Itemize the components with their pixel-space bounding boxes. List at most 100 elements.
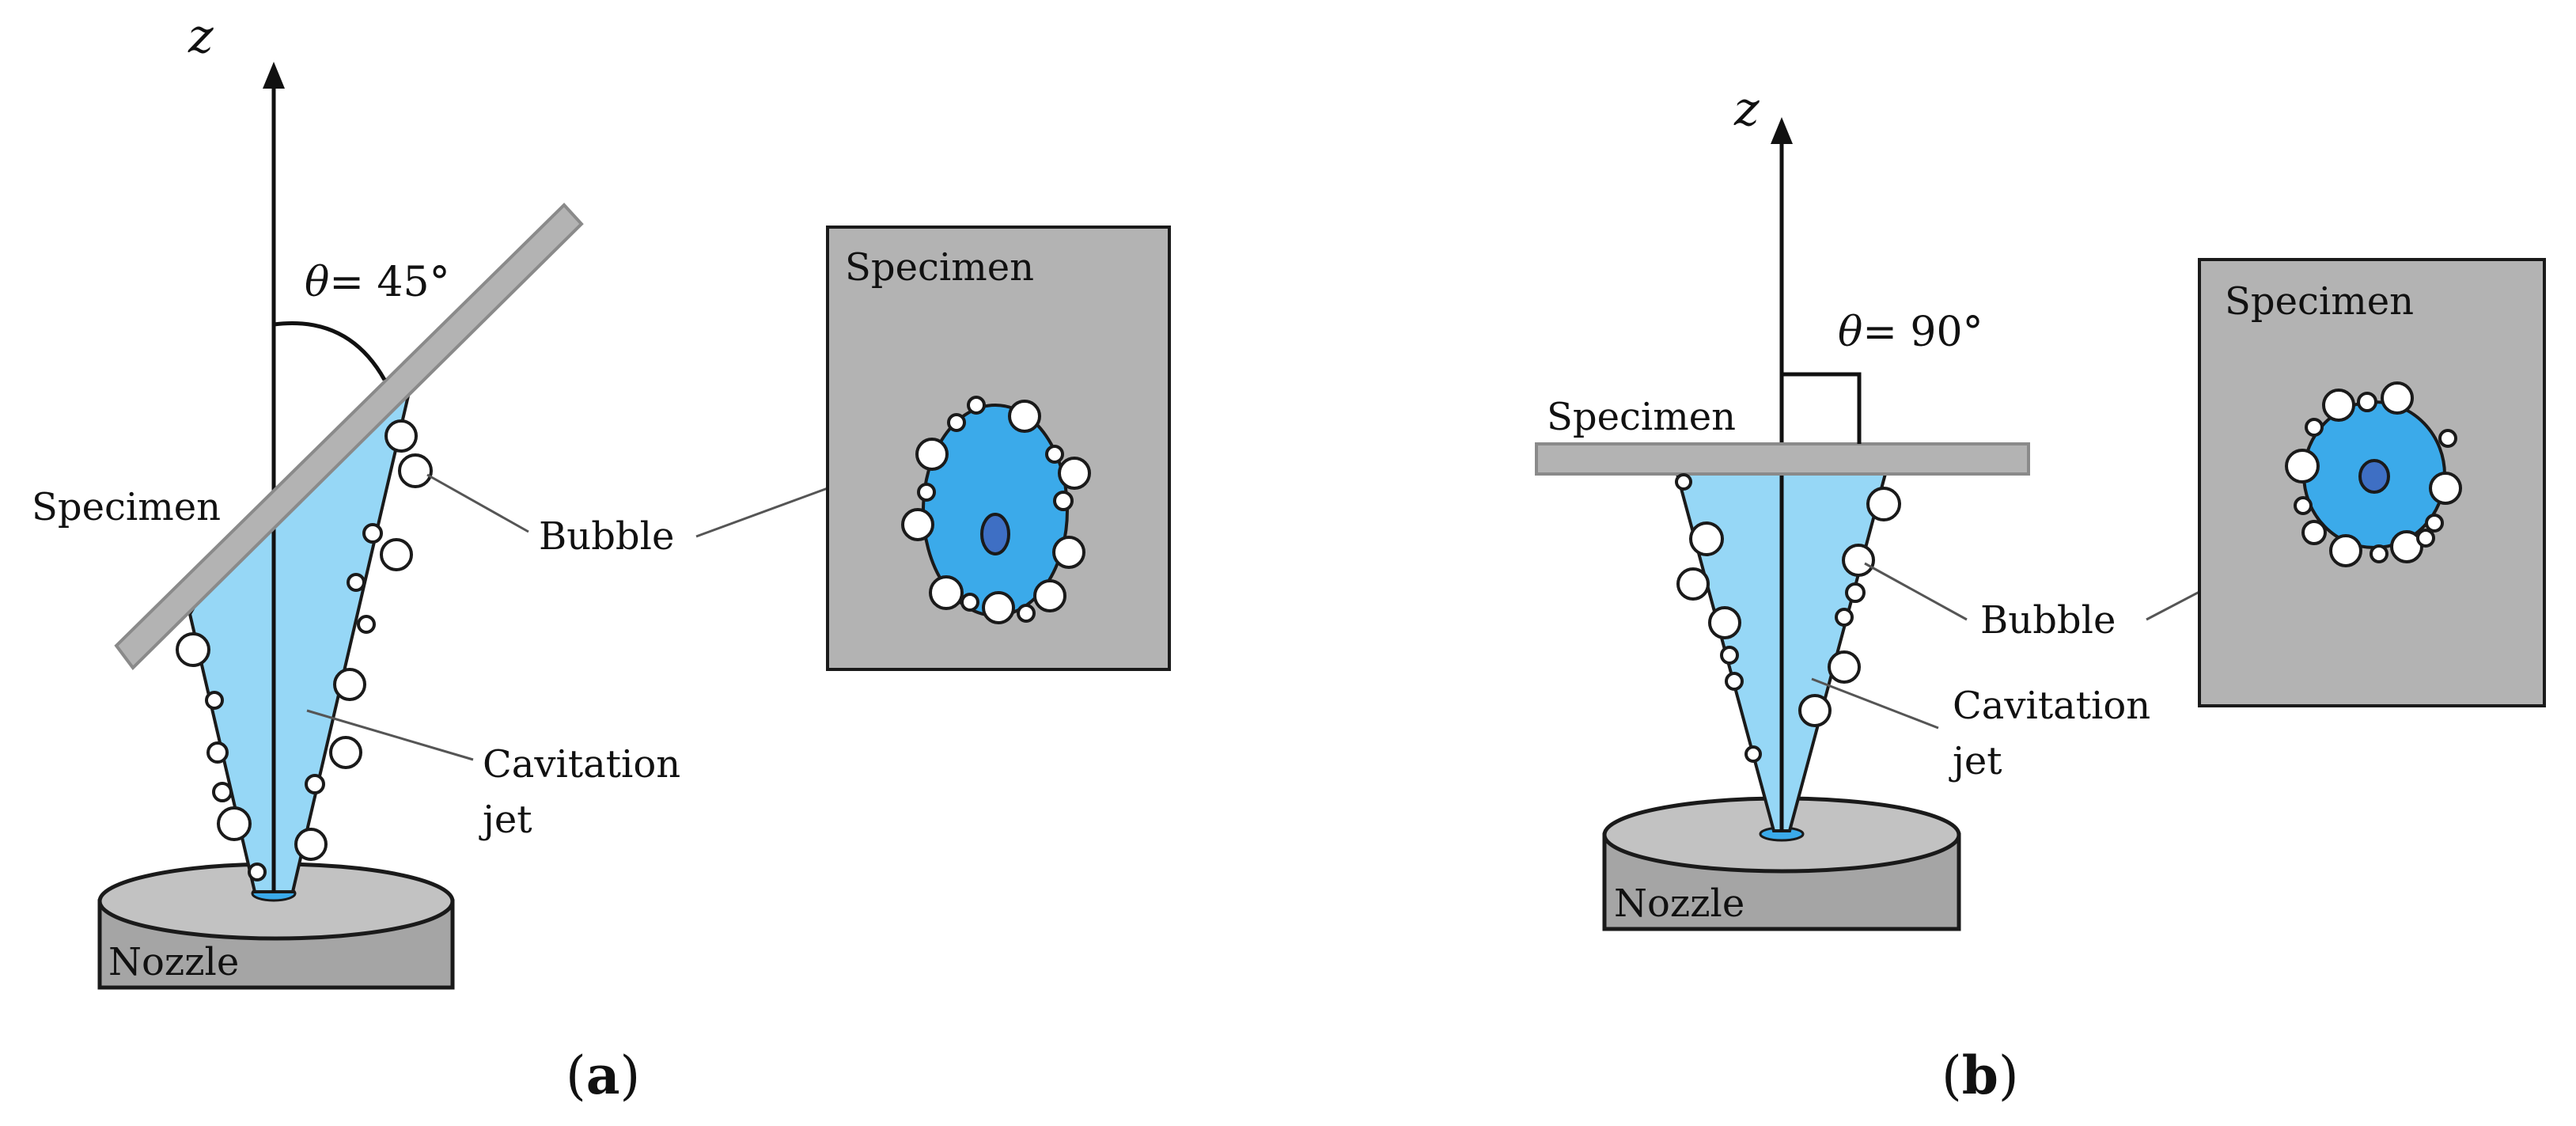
jet-label-a-line1: Cavitation: [483, 742, 680, 787]
bubble-circle: [917, 483, 936, 502]
bubble-circle: [2285, 449, 2320, 483]
specimen-view-b: [2198, 258, 2546, 707]
jet-label-b-line2: jet: [1949, 739, 2002, 783]
angle-arc-a: [273, 320, 387, 381]
bubble-circle: [1045, 445, 1064, 464]
bubble-leader-b: [1864, 562, 1968, 621]
bubble-circle: [1845, 582, 1866, 603]
nozzle-label-a: Nozzle: [108, 940, 239, 984]
specimen-view-label-b: Specimen: [2225, 279, 2414, 324]
bubble-circle: [982, 591, 1015, 624]
bubble-circle: [1708, 606, 1741, 639]
caption-a-open: (: [566, 1045, 586, 1106]
caption-b-open: (: [1941, 1045, 1962, 1106]
specimen-view-a: [826, 226, 1171, 671]
bubble-circle: [2357, 392, 2377, 412]
bubbles-a: [176, 419, 433, 881]
bubble-circle: [2301, 520, 2327, 545]
bubble-circle: [176, 632, 210, 667]
bubble-circle: [2429, 472, 2462, 505]
bubble-circle: [1033, 579, 1066, 612]
jet-label-b-line1: Cavitation: [1953, 684, 2150, 728]
bubble-circle: [248, 863, 267, 881]
bubble-circle: [960, 593, 979, 612]
z-axis-a-arrowhead: [263, 62, 285, 89]
angle-label-a: θ= 45°: [305, 259, 450, 306]
angle-symbol-b: θ: [1838, 309, 1862, 356]
bubble-leader-a: [426, 473, 529, 533]
nozzle-b: [1602, 796, 1961, 931]
z-axis-a-label: z: [188, 9, 214, 64]
jet-leader-b: [1811, 677, 1939, 730]
bubble-circle: [1008, 400, 1041, 433]
bubble-circle: [385, 419, 418, 453]
caption-b-letter: b: [1962, 1044, 1998, 1106]
bubble-circle: [205, 691, 224, 710]
bubble-circle: [2305, 418, 2324, 437]
bubble-circle: [1835, 608, 1854, 627]
panel-b: z θ= 90° Specimen Bubble Cavitation jet …: [1535, 82, 2546, 1106]
caption-a-close: ): [620, 1045, 641, 1106]
bubble-circle: [347, 573, 366, 592]
bubble-circle: [217, 806, 252, 841]
jet-label-a-line2: jet: [479, 798, 532, 842]
bubble-circle: [398, 453, 433, 488]
specimen-view-label-a: Specimen: [845, 245, 1034, 290]
specimen-label-a: Specimen: [32, 485, 221, 529]
caption-b: (b): [1941, 1044, 2019, 1106]
bubble-circle: [2381, 381, 2414, 415]
bubble-circle: [333, 668, 366, 701]
spot-center-a: [980, 513, 1010, 555]
bubble-circle: [2438, 429, 2457, 448]
angle-label-b: θ= 90°: [1838, 309, 1983, 356]
angle-value-b: = 90°: [1862, 309, 1983, 356]
bubbles-b: [1675, 473, 1901, 763]
spot-center-b: [2358, 459, 2390, 494]
bubble-circle: [1053, 491, 1074, 511]
bubble-circle: [967, 396, 986, 415]
bubble-circle: [1058, 457, 1091, 490]
bubble-circle: [1725, 672, 1744, 691]
panel-a: z θ= 45° Specimen Bubble Cavitation jet …: [32, 9, 1171, 1106]
bubble-circle: [1720, 646, 1739, 665]
caption-a: (a): [566, 1044, 640, 1106]
bubble-circle: [357, 615, 376, 634]
bubble-circle: [2425, 514, 2444, 533]
caption-b-close: ): [1998, 1045, 2019, 1106]
angle-value-a: = 45°: [329, 259, 449, 306]
bubble-circle: [2294, 496, 2313, 515]
bubble-circle: [294, 828, 328, 861]
bubble-circle: [212, 782, 233, 802]
bubble-circle: [1675, 473, 1692, 491]
nozzle-label-b: Nozzle: [1614, 881, 1744, 926]
angle-symbol-a: θ: [305, 259, 329, 306]
bubble-label-a: Bubble: [539, 514, 674, 559]
z-axis-b-label: z: [1733, 82, 1760, 137]
specimen-plate-b: [1535, 442, 2030, 476]
bubble-circle: [2390, 530, 2423, 563]
bubble-circle: [1828, 650, 1861, 684]
bubble-circle: [1866, 487, 1901, 521]
bubble-circle: [901, 508, 934, 541]
jet-leader-a: [306, 709, 474, 761]
bubble-circle: [380, 538, 413, 571]
caption-a-letter: a: [586, 1044, 620, 1106]
bubble-circle: [947, 413, 966, 432]
bubble-circle: [2370, 544, 2388, 563]
bubble-circle: [1798, 694, 1832, 727]
bubble-circle: [1689, 521, 1724, 556]
specimen-plate-a: [114, 203, 584, 671]
bubble-circle: [1676, 567, 1710, 601]
spot-bubbles-a: [901, 396, 1091, 624]
right-angle-marker-b: [1782, 372, 1862, 444]
bubble-circle: [2329, 534, 2362, 567]
bubble-circle: [206, 741, 229, 764]
bubble-circle: [1052, 536, 1085, 569]
bubble-circle: [2416, 529, 2435, 548]
bubble-label-b: Bubble: [1980, 598, 2116, 643]
bubble-circle: [2322, 389, 2355, 422]
bubble-circle: [929, 575, 964, 610]
z-axis-b-arrowhead: [1771, 117, 1793, 144]
